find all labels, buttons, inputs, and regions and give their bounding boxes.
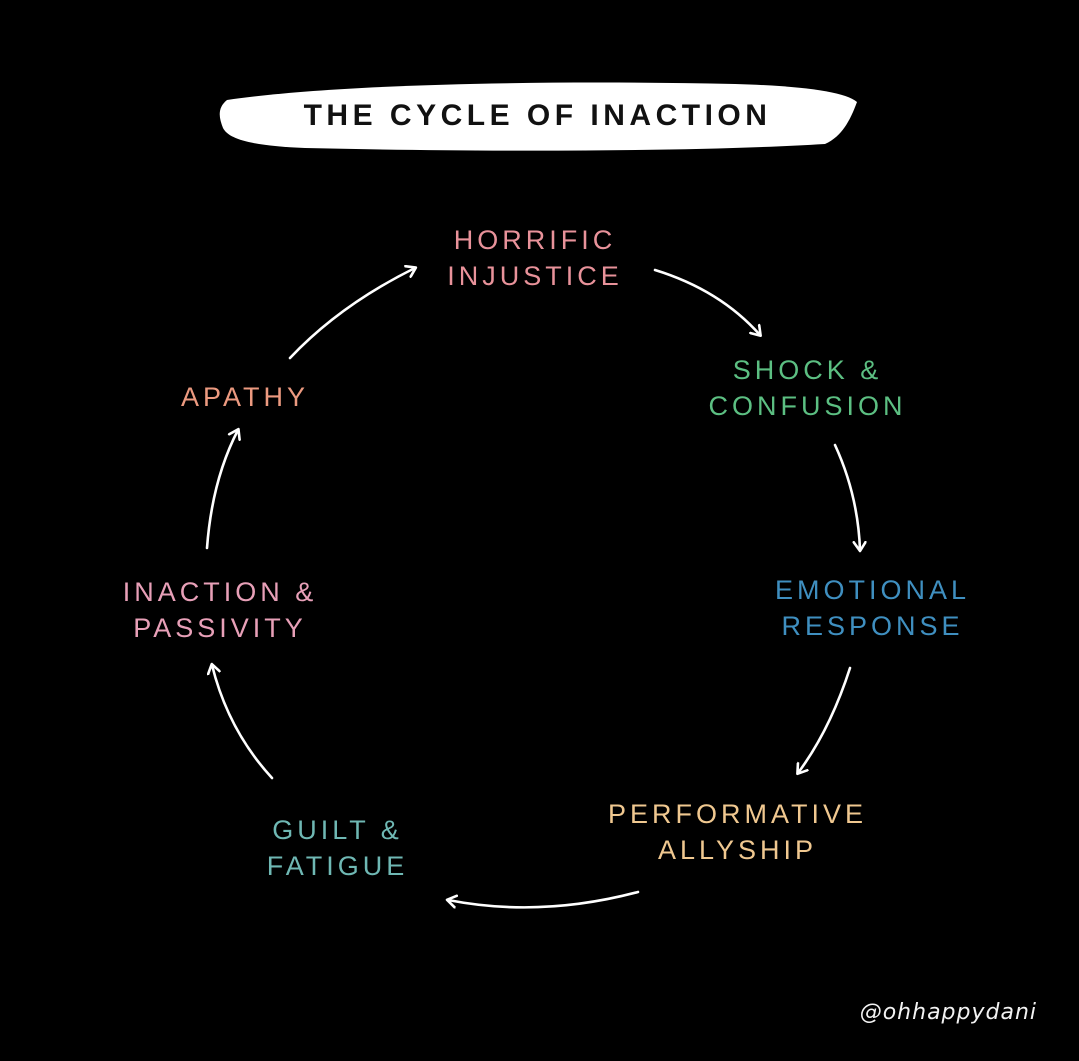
node-guilt-fatigue: GUILT & FATIGUE (266, 815, 409, 881)
arrow-shock-to-emotional-icon (833, 443, 860, 550)
title-banner: THE CYCLE OF INACTION (215, 78, 860, 154)
node-inaction-passivity: INACTION & PASSIVITY (122, 577, 318, 643)
page-title: THE CYCLE OF INACTION (303, 99, 772, 132)
arrow-emotional-to-performative-icon (798, 666, 852, 773)
arrow-inaction-to-apathy-icon (205, 430, 238, 550)
node-apathy: APATHY (180, 382, 310, 412)
node-performative-allyship: PERFORMATIVE ALLYSHIP (607, 799, 868, 865)
node-emotional-response: EMOTIONAL RESPONSE (774, 575, 971, 641)
arrow-performative-to-guilt-icon (448, 890, 640, 909)
node-horrific-injustice: HORRIFIC INJUSTICE (447, 225, 623, 291)
node-shock-confusion: SHOCK & CONFUSION (708, 355, 907, 421)
arrow-apathy-to-injustice-icon (288, 268, 415, 360)
brush-stroke-shape (219, 82, 857, 151)
arrow-injustice-to-shock-icon (653, 268, 760, 335)
arrow-guilt-to-inaction-icon (212, 665, 274, 780)
creator-handle: @ohhappydani (859, 1000, 1037, 1025)
